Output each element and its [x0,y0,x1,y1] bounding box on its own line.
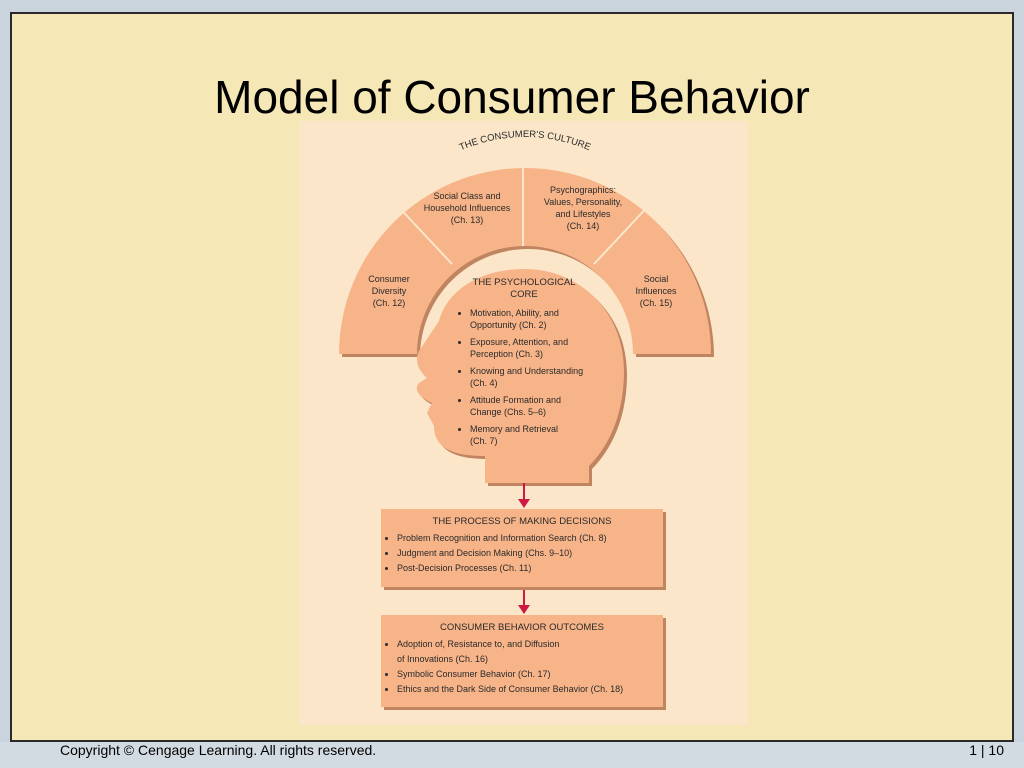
outcomes-item: Symbolic Consumer Behavior (Ch. 17) [397,667,663,682]
outcomes-item: Ethics and the Dark Side of Consumer Beh… [397,682,663,697]
culture-ring [339,168,711,354]
diagram-graphics: THE CONSUMER'S CULTURE [339,129,714,614]
arrow-head [518,499,530,508]
decisions-item: Post-Decision Processes (Ch. 11) [397,561,663,576]
copyright-text: Copyright © Cengage Learning. All rights… [60,742,377,758]
segment-social-class: Social Class and Household Influences (C… [423,191,511,225]
core-item: Exposure, Attention, and Perception (Ch.… [470,336,610,360]
core-item: Attitude Formation and Change (Chs. 5–6) [470,394,610,418]
culture-arc-label: THE CONSUMER'S CULTURE [458,129,593,153]
decisions-item: Judgment and Decision Making (Chs. 9–10) [397,546,663,561]
decisions-item: Problem Recognition and Information Sear… [397,531,663,546]
core-item: Memory and Retrieval (Ch. 7) [470,423,610,447]
core-item: Motivation, Ability, and Opportunity (Ch… [470,307,610,331]
page-number: 1 | 10 [969,742,1004,758]
decisions-title: THE PROCESS OF MAKING DECISIONS [432,516,612,527]
segment-consumer-diversity: Consumer Diversity (Ch. 12) [368,274,410,308]
core-list: Motivation, Ability, and Opportunity (Ch… [459,307,610,452]
consumer-behavior-diagram: THE CONSUMER'S CULTURE Consumer Diversit… [299,121,748,725]
ring-divider [593,200,654,265]
outcomes-item: Adoption of, Resistance to, and Diffusio… [397,637,663,667]
decisions-box: THE PROCESS OF MAKING DECISIONS Problem … [381,509,663,587]
slide-title: Model of Consumer Behavior [214,71,810,123]
outcomes-title: CONSUMER BEHAVIOR OUTCOMES [440,622,604,633]
arrow-head [518,605,530,614]
psychological-core-head [416,269,624,483]
slide-footer [0,742,1024,768]
decisions-list: Problem Recognition and Information Sear… [381,531,663,576]
segment-psychographics: Psychographics: Values, Personality, and… [543,185,623,231]
core-item: Knowing and Understanding (Ch. 4) [470,365,610,389]
ring-divider [392,200,453,265]
core-title: THE PSYCHOLOGICAL CORE [472,277,576,300]
segment-social-influences: Social Influences (Ch. 15) [635,274,677,308]
outcomes-box: CONSUMER BEHAVIOR OUTCOMES Adoption of, … [381,615,663,707]
outcomes-list: Adoption of, Resistance to, and Diffusio… [381,637,663,697]
